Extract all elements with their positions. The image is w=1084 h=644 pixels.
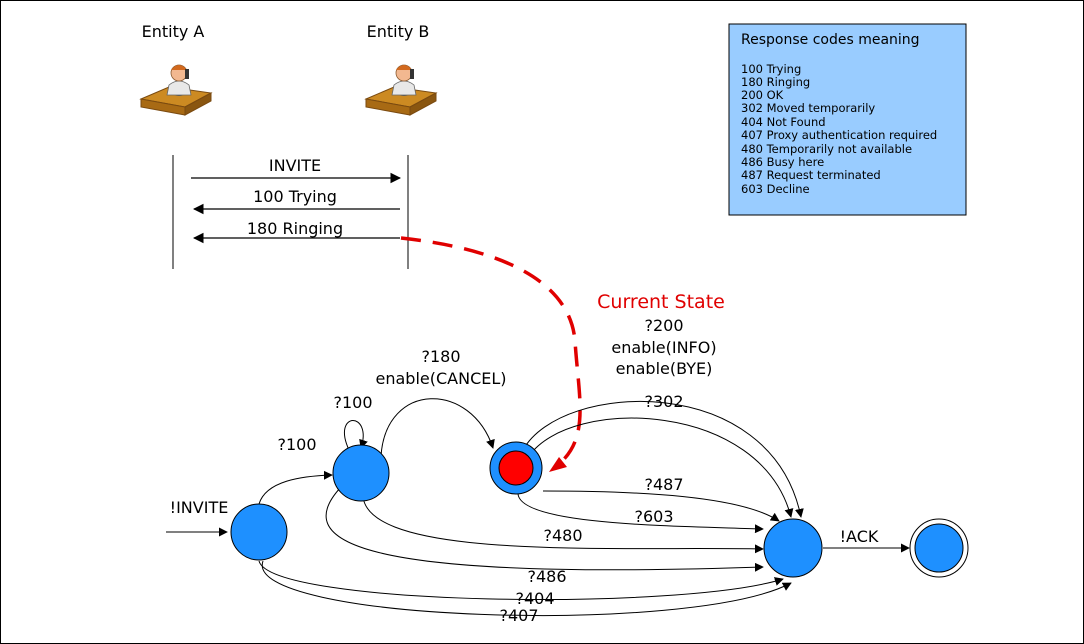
state-final	[763, 518, 823, 578]
entity-a-label: Entity A	[142, 22, 205, 41]
t404-label: ?404	[515, 589, 554, 608]
transition-s2-f-603	[517, 493, 764, 534]
t100b-label: ?100	[333, 393, 372, 412]
state-s1	[332, 444, 390, 502]
current-state-label: Current State	[597, 291, 725, 313]
entity-b-label: Entity B	[367, 22, 430, 41]
legend-item: 404 Not Found	[741, 115, 826, 129]
current-state-arrowhead	[549, 457, 567, 472]
message-100-label: 100 Trying	[253, 187, 337, 206]
transition-s1-s2	[380, 398, 495, 457]
t486-label: ?486	[527, 567, 566, 586]
t407-label: ?407	[499, 606, 538, 625]
legend-item: 603 Decline	[741, 182, 810, 196]
ack-label: !ACK	[840, 527, 879, 546]
person-at-desk-a-icon	[139, 64, 213, 116]
t480-label: ?480	[543, 526, 582, 545]
transition-s0-s1	[258, 470, 333, 505]
t180-label-line2: enable(CANCEL)	[376, 369, 507, 388]
legend-item: 180 Ringing	[741, 75, 810, 89]
legend-item: 100 Trying	[741, 62, 801, 76]
transition-s2-f-200	[522, 400, 804, 518]
t200-label-line3: enable(BYE)	[616, 359, 713, 378]
legend-item: 407 Proxy authentication required	[741, 128, 937, 142]
legend-item: 200 OK	[741, 88, 784, 102]
state-s2-current	[489, 441, 543, 495]
legend-item: 480 Temporarily not available	[741, 142, 912, 156]
t603-label: ?603	[634, 507, 673, 526]
message-180-label: 180 Ringing	[247, 219, 343, 238]
message-invite-label: INVITE	[269, 156, 321, 175]
transition-s1-f-480	[362, 496, 764, 554]
legend-title: Response codes meaning	[741, 32, 920, 48]
transition-s1-self	[343, 420, 368, 451]
t200-label-line1: ?200	[644, 316, 683, 335]
transition-s0-f-404	[258, 560, 784, 601]
t180-label-line1: ?180	[421, 347, 460, 366]
state-accept	[909, 518, 969, 578]
transition-s2-f-487	[542, 490, 780, 522]
legend-item: 302 Moved temporarily	[741, 101, 875, 115]
person-at-desk-b-icon	[364, 64, 438, 116]
invite-transition-label: !INVITE	[170, 498, 229, 517]
legend-item: 487 Request terminated	[741, 168, 881, 182]
legend-box: Response codes meaning 100 Trying 180 Ri…	[728, 23, 967, 216]
legend-item: 486 Busy here	[741, 155, 824, 169]
transition-s2-f-302	[528, 417, 794, 518]
t200-label-line2: enable(INFO)	[611, 338, 716, 357]
t100a-label: ?100	[277, 435, 316, 454]
transition-s1-f-486	[325, 486, 764, 572]
transition-s0-f-407	[262, 560, 792, 616]
t487-label: ?487	[644, 475, 683, 494]
t302-label: ?302	[644, 392, 683, 411]
state-s0	[230, 503, 288, 561]
